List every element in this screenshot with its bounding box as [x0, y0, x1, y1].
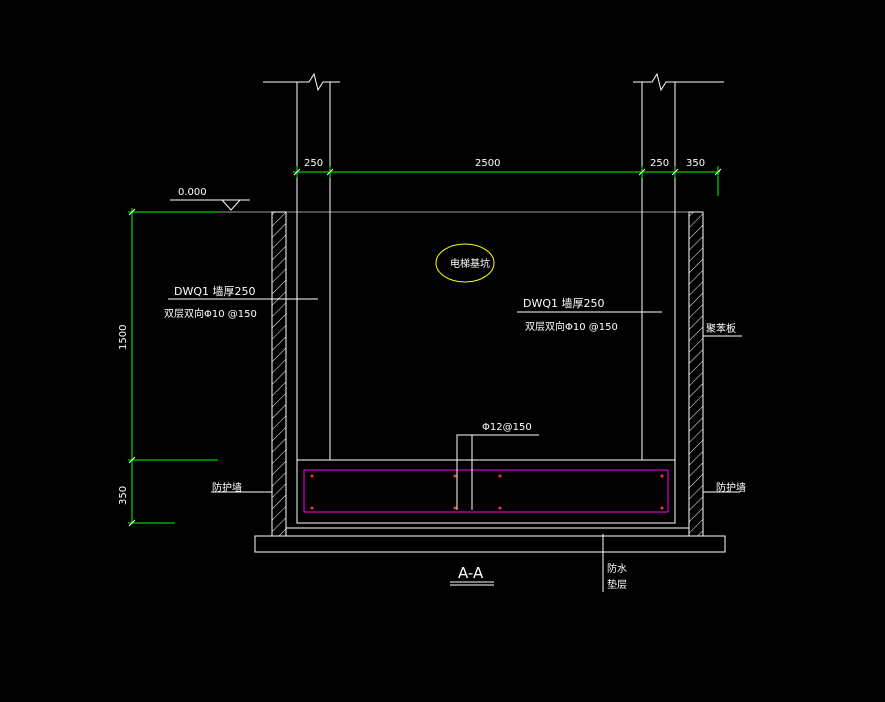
elevation-label: 0.000	[178, 187, 207, 198]
left-pit-wall	[296, 82, 331, 460]
dim-left-350: 350	[118, 486, 129, 505]
left-protective-wall	[271, 211, 287, 537]
right-wall-label-1: DWQ1 墙厚250	[523, 296, 605, 310]
left-wall-label-1: DWQ1 墙厚250	[174, 284, 256, 298]
left-break-line	[263, 72, 340, 92]
dim-top-250-left: 250	[304, 158, 323, 169]
left-wall-label-2: 双层双向Φ10 @150	[164, 307, 257, 320]
waterproof-label-2: 垫层	[607, 578, 627, 591]
dim-top-2500: 2500	[475, 158, 500, 169]
slab-rebar-leader	[456, 434, 539, 510]
waterproof-label-1: 防水	[607, 562, 627, 575]
right-protective-wall	[688, 211, 704, 537]
waterproof-base-layer	[254, 535, 726, 553]
section-title-underline	[450, 581, 494, 586]
protect-right-label: 防护墙	[716, 481, 746, 494]
right-pit-wall	[641, 82, 676, 460]
top-dimension-line	[293, 166, 722, 196]
center-label: 电梯基坑	[450, 257, 490, 270]
dim-left-1500: 1500	[118, 325, 129, 350]
left-dimension-line	[128, 208, 218, 527]
center-label-ellipse	[435, 243, 495, 283]
right-wall-label-2: 双层双向Φ10 @150	[525, 320, 618, 333]
slab-rebar-label: Φ12@150	[482, 422, 532, 433]
dim-top-250-right: 250	[650, 158, 669, 169]
bottom-slab	[286, 459, 689, 537]
right-break-line	[633, 72, 724, 92]
right-side-label: 聚苯板	[706, 322, 736, 335]
elevation-marker	[170, 199, 250, 211]
dim-top-350: 350	[686, 158, 705, 169]
slab-rebar-cage	[303, 469, 669, 513]
section-title: A-A	[458, 564, 484, 582]
protect-left-label: 防护墙	[212, 481, 242, 494]
